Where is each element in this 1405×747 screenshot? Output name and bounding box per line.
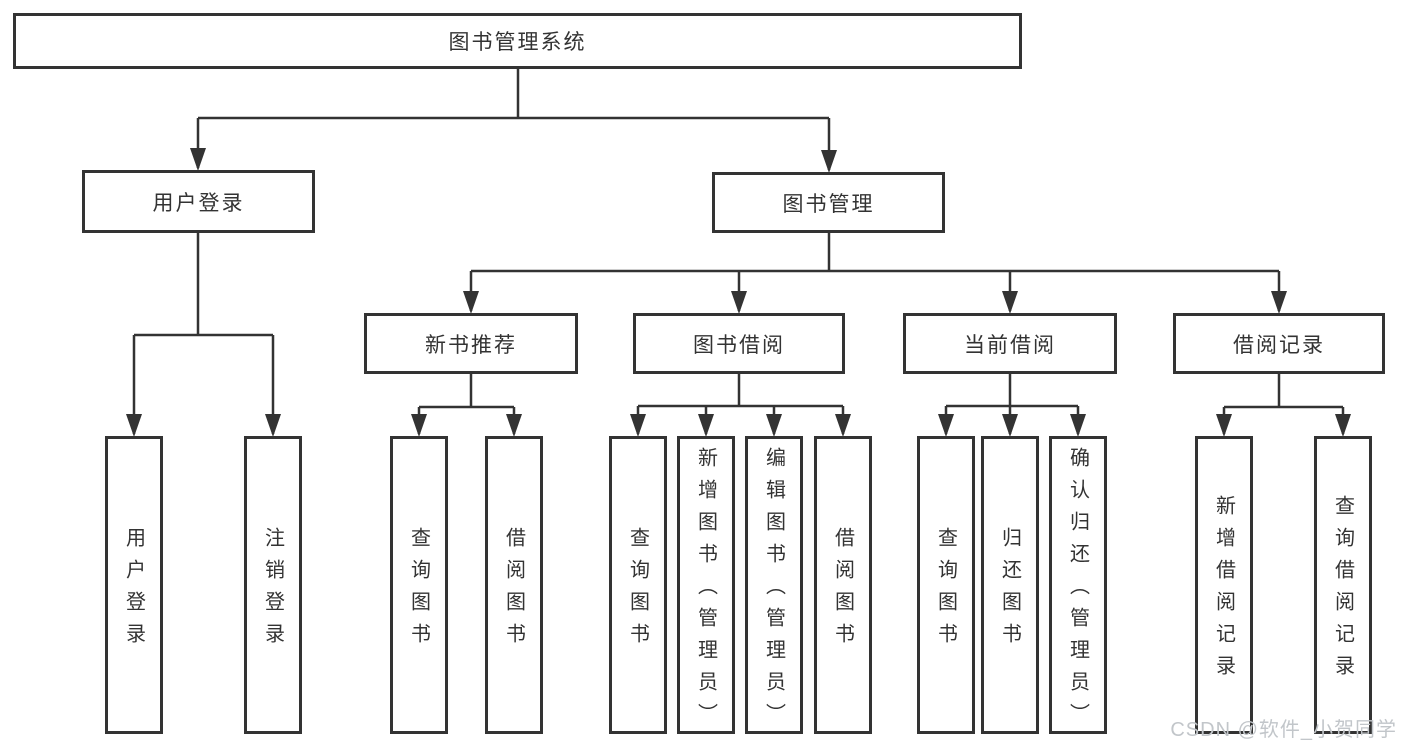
node-label: 查询图书 [626,527,649,655]
node-label: 图书借阅 [693,333,785,357]
leaf-user-login: 用户登录 [105,436,163,734]
leaf-logout: 注销登录 [244,436,302,734]
leaf-records-add-record: 新增借阅记录 [1195,436,1253,734]
node-label: 查询图书 [407,527,430,655]
node-label: 新增图书（管理员） [694,447,717,735]
node-label: 图书管理系统 [448,31,587,54]
node-label: 查询图书 [934,527,957,655]
node-label: 借阅记录 [1233,333,1325,357]
node-label: 确认归还（管理员） [1066,447,1089,735]
node-label: 注销登录 [261,527,284,655]
leaf-records-query-record: 查询借阅记录 [1314,436,1372,734]
node-label: 归还图书 [998,527,1021,655]
node-book-management: 图书管理 [712,172,945,233]
leaf-recommend-query-books: 查询图书 [390,436,448,734]
node-label: 借阅图书 [831,527,854,655]
leaf-current-return-books: 归还图书 [981,436,1039,734]
node-label: 图书管理 [782,192,875,216]
node-label: 借阅图书 [502,527,525,655]
leaf-borrowing-borrow-books: 借阅图书 [814,436,872,734]
node-label: 用户登录 [152,191,245,215]
node-current-borrowing: 当前借阅 [903,313,1117,374]
node-label: 查询借阅记录 [1331,495,1354,687]
arrowhead-icons [126,148,1351,437]
leaf-current-query-books: 查询图书 [917,436,975,734]
node-label: 新书推荐 [425,333,517,357]
node-borrowing-records: 借阅记录 [1173,313,1385,374]
node-new-book-recommend: 新书推荐 [364,313,578,374]
leaf-current-confirm-return-admin: 确认归还（管理员） [1049,436,1107,735]
node-user-login: 用户登录 [82,170,315,233]
leaf-borrowing-add-books-admin: 新增图书（管理员） [677,436,735,735]
node-label: 用户登录 [122,527,145,655]
node-label: 新增借阅记录 [1212,495,1235,687]
leaf-borrowing-edit-books-admin: 编辑图书（管理员） [745,436,803,735]
node-book-borrowing: 图书借阅 [633,313,845,374]
node-label: 编辑图书（管理员） [762,447,785,735]
node-label: 当前借阅 [964,333,1056,357]
leaf-recommend-borrow-books: 借阅图书 [485,436,543,734]
node-book-management-system: 图书管理系统 [13,13,1022,69]
leaf-borrowing-query-books: 查询图书 [609,436,667,734]
watermark: CSDN @软件_小贺同学 [1170,719,1397,741]
